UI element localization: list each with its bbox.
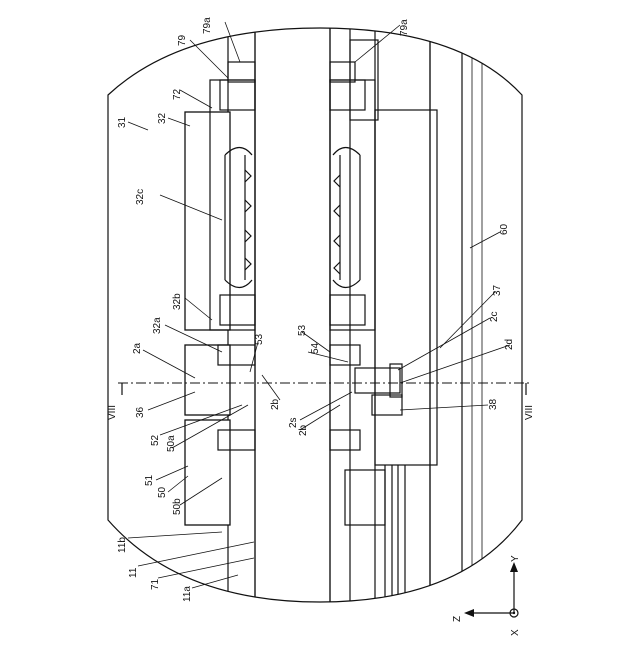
label-50a: 50a [166, 435, 177, 452]
label-2d: 2d [504, 339, 515, 350]
pin-2d [355, 368, 400, 393]
label-50: 50 [157, 486, 168, 498]
label-36: 36 [135, 406, 146, 418]
label-53-right: 53 [297, 324, 308, 336]
block-36 [185, 345, 230, 415]
label-50b: 50b [172, 498, 183, 515]
shaft [255, 20, 330, 620]
block-50 [185, 420, 230, 525]
section-mark-right: VIII [524, 405, 535, 420]
label-2a: 2a [132, 342, 143, 354]
label-2c: 2c [489, 311, 500, 322]
label-38: 38 [488, 398, 499, 410]
label-53-left: 53 [254, 333, 265, 345]
label-11b: 11b [117, 537, 128, 553]
label-51: 51 [144, 474, 155, 486]
label-79a-right: 79a [399, 19, 410, 36]
housing-60 [430, 20, 530, 620]
reference-labels: 31 32 72 79 79a 79a 32c 32b 32a 53 53 54… [117, 17, 515, 602]
label-32: 32 [157, 112, 168, 124]
label-11a: 11a [182, 586, 193, 602]
label-71: 71 [150, 578, 161, 590]
label-37: 37 [492, 284, 503, 296]
label-60: 60 [499, 223, 510, 235]
label-52: 52 [150, 434, 161, 446]
label-54: 54 [310, 342, 321, 354]
label-2b-right: 2b [298, 424, 309, 436]
label-32b: 32b [172, 293, 183, 310]
axis-z-label: Z [452, 616, 463, 622]
label-72: 72 [172, 88, 183, 100]
axis-y-label: Y [510, 555, 521, 562]
label-79a-left: 79a [202, 17, 213, 34]
cutaway-outline [108, 28, 522, 602]
label-32a: 32a [152, 317, 163, 334]
label-31: 31 [117, 116, 128, 128]
carrier-32 [185, 112, 230, 330]
section-mark-left: VIII [107, 405, 118, 420]
label-79: 79 [177, 34, 188, 46]
axis-x-label: X [510, 629, 521, 636]
label-32c: 32c [135, 189, 146, 205]
label-11: 11 [128, 567, 139, 578]
label-2b-left: 2b [270, 398, 281, 410]
